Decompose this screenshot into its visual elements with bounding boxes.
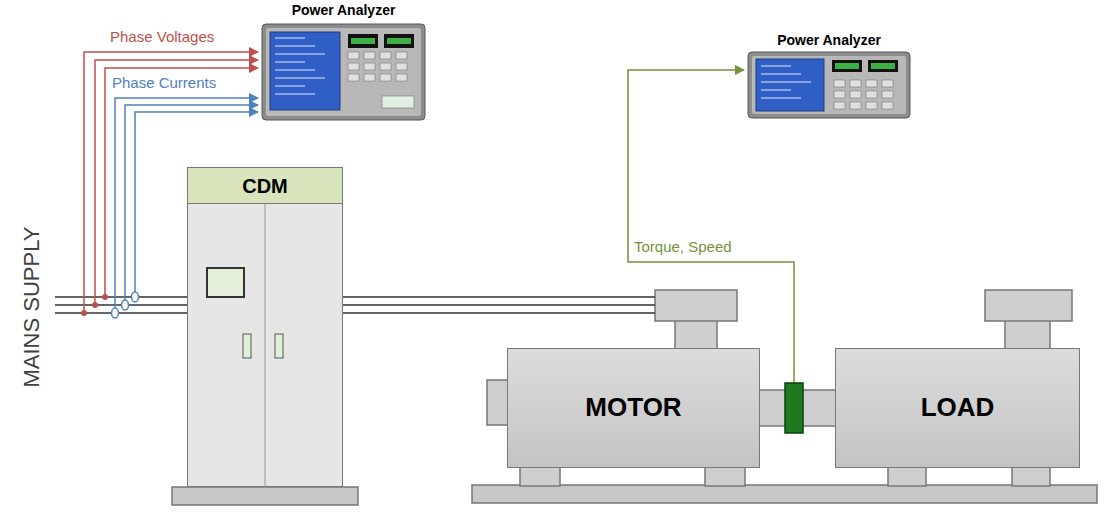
power-analyzer: Power Analyzer [254,2,433,120]
device-title: Power Analyzer [254,2,433,19]
mains-wires [55,297,188,313]
cabinet-plinth [172,487,358,505]
device-title: Power Analyzer [740,32,918,49]
torque-sensor [785,383,803,433]
power-analyzer: Power Analyzer [740,32,918,118]
machine-box: MOTOR [507,348,760,468]
power-cable [343,297,655,313]
supply-label: MAINS SUPPLY [19,227,44,388]
box-label: LOAD [921,392,995,423]
machine-box: LOAD [835,348,1080,468]
signal-label: Phase Voltages [110,28,214,45]
voltage-taps [81,294,108,316]
signal-label: Phase Currents [112,74,216,91]
cdm-cabinet: CDM [187,167,343,487]
signal-label: Torque, Speed [634,238,732,255]
base-plate [472,485,1097,503]
cabinet-details [188,168,344,488]
box-label: MOTOR [585,392,681,423]
box-label: CDM [242,174,288,198]
cabinet-header: CDM [188,168,342,204]
power-analyzer-device [748,52,910,118]
current-clamps [112,292,139,318]
power-analyzer-device [262,24,425,120]
